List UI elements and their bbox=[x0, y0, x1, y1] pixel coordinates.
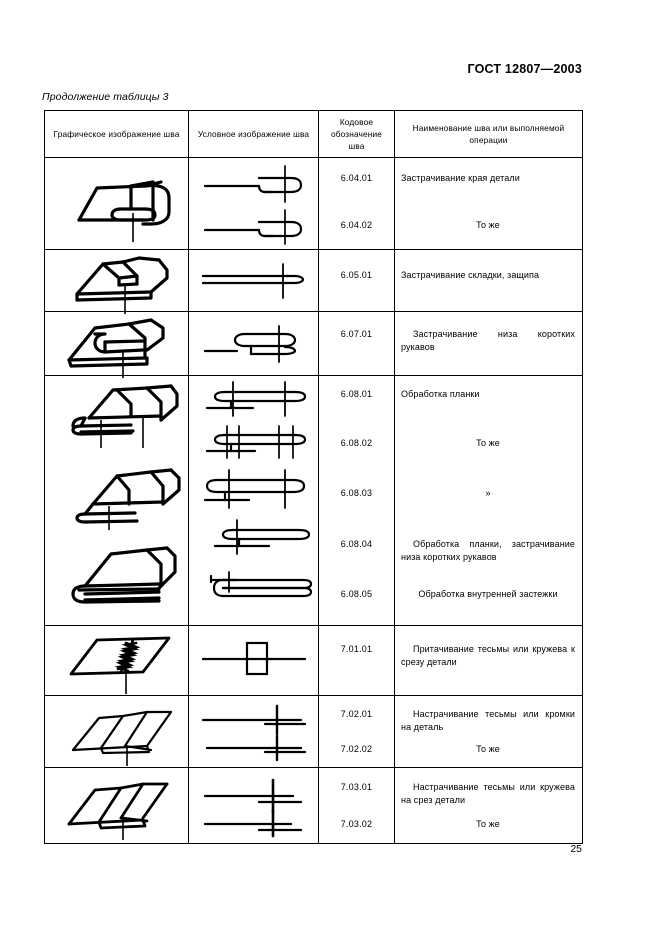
graphic-cell bbox=[44, 625, 189, 697]
table-row: 6.07.01 Застрачивание низа коротких рука… bbox=[44, 311, 583, 379]
graphic-cell bbox=[44, 767, 189, 845]
table-caption: Продолжение таблицы 3 bbox=[42, 91, 169, 103]
table-row: 6.04.01 6.04.02 Застрачивание края детал… bbox=[44, 157, 583, 251]
name-cell: Настрачивание тесьмы или кромки на детал… bbox=[394, 695, 583, 769]
code-item: 6.08.01 bbox=[340, 389, 373, 400]
graphic-cell bbox=[44, 375, 189, 627]
table-row: 6.05.01 Застрачивание складки, защипа bbox=[44, 249, 583, 315]
symbol-cell bbox=[188, 311, 319, 377]
code-item: 6.04.01 bbox=[340, 173, 373, 184]
name-cell: Застрачивание края детали То же bbox=[394, 157, 583, 251]
name-item: Обработка планки bbox=[401, 389, 480, 400]
name-item: Притачивание тесьмы или кружева к срезу … bbox=[401, 644, 575, 668]
code-item: 6.08.02 bbox=[340, 438, 373, 449]
code-item: 6.08.05 bbox=[340, 589, 373, 600]
graphic-cell bbox=[44, 695, 189, 769]
name-item: Настрачивание тесьмы или кромки на детал… bbox=[401, 709, 575, 733]
symbol-cell bbox=[188, 249, 319, 313]
symbol-cell bbox=[188, 625, 319, 697]
name-item: Застрачивание низа коротких рукавов bbox=[401, 329, 575, 353]
code-cell: 7.01.01 bbox=[318, 625, 395, 697]
header-symbolic-image: Условное изображение шва bbox=[188, 109, 319, 159]
name-cell: Застрачивание складки, защипа bbox=[394, 249, 583, 313]
name-cell: Обработка планки То же » Обработка планк… bbox=[394, 375, 583, 627]
code-cell: 6.05.01 bbox=[318, 249, 395, 313]
name-cell: Притачивание тесьмы или кружева к срезу … bbox=[394, 625, 583, 697]
symbol-cell bbox=[188, 157, 319, 251]
code-item: 7.03.02 bbox=[340, 819, 373, 830]
name-item: Настрачивание тесьмы или кружева на срез… bbox=[401, 782, 575, 806]
graphic-cell bbox=[44, 311, 189, 379]
standard-number-header: ГОСТ 12807—2003 bbox=[467, 62, 582, 76]
code-item: 6.08.04 bbox=[340, 539, 373, 550]
header-seam-name: Наименование шва или выполняемой операци… bbox=[394, 109, 583, 159]
symbol-cell bbox=[188, 767, 319, 845]
code-item: 6.07.01 bbox=[340, 329, 373, 340]
code-item: 6.08.03 bbox=[340, 488, 373, 499]
code-cell: 6.04.01 6.04.02 bbox=[318, 157, 395, 251]
name-item: То же bbox=[476, 220, 500, 231]
symbol-cell bbox=[188, 695, 319, 769]
table-row: 7.03.01 7.03.02 Настрачивание тесьмы или… bbox=[44, 767, 583, 845]
name-item: Застрачивание складки, защипа bbox=[401, 270, 540, 281]
graphic-cell bbox=[44, 157, 189, 251]
name-item: Обработка внутренней застежки bbox=[418, 589, 558, 600]
name-cell: Настрачивание тесьмы или кружева на срез… bbox=[394, 767, 583, 845]
code-cell: 7.03.01 7.03.02 bbox=[318, 767, 395, 845]
page-number: 25 bbox=[570, 843, 582, 855]
name-cell: Застрачивание низа коротких рукавов bbox=[394, 311, 583, 377]
header-graphic-image: Графическое изображение шва bbox=[44, 109, 189, 159]
table-row: 7.02.01 7.02.02 Настрачивание тесьмы или… bbox=[44, 695, 583, 769]
name-item: То же bbox=[476, 438, 500, 449]
code-item: 7.03.01 bbox=[340, 782, 373, 793]
graphic-cell bbox=[44, 249, 189, 315]
header-code-designation: Кодовое обозначение шва bbox=[318, 109, 395, 159]
name-item: Обработка планки, застрачивание низа кор… bbox=[401, 539, 575, 563]
table-row: 6.08.01 6.08.02 6.08.03 6.08.04 6.08.05 … bbox=[44, 375, 583, 627]
code-item: 6.05.01 bbox=[340, 270, 373, 281]
code-item: 7.02.01 bbox=[340, 709, 373, 720]
code-cell: 7.02.01 7.02.02 bbox=[318, 695, 395, 769]
code-item: 6.04.02 bbox=[340, 220, 373, 231]
name-item: То же bbox=[476, 819, 500, 830]
table-row: 7.01.01 Притачивание тесьмы или кружева … bbox=[44, 625, 583, 697]
code-cell: 6.08.01 6.08.02 6.08.03 6.08.04 6.08.05 bbox=[318, 375, 395, 627]
name-item: Застрачивание края детали bbox=[401, 173, 520, 184]
code-cell: 6.07.01 bbox=[318, 311, 395, 377]
name-item: То же bbox=[476, 744, 500, 755]
seam-types-table: Графическое изображение шва Условное изо… bbox=[44, 109, 583, 845]
code-item: 7.02.02 bbox=[340, 744, 373, 755]
symbol-cell bbox=[188, 375, 319, 627]
code-item: 7.01.01 bbox=[340, 644, 373, 655]
table-header-row: Графическое изображение шва Условное изо… bbox=[44, 109, 583, 159]
name-item: » bbox=[485, 488, 491, 499]
